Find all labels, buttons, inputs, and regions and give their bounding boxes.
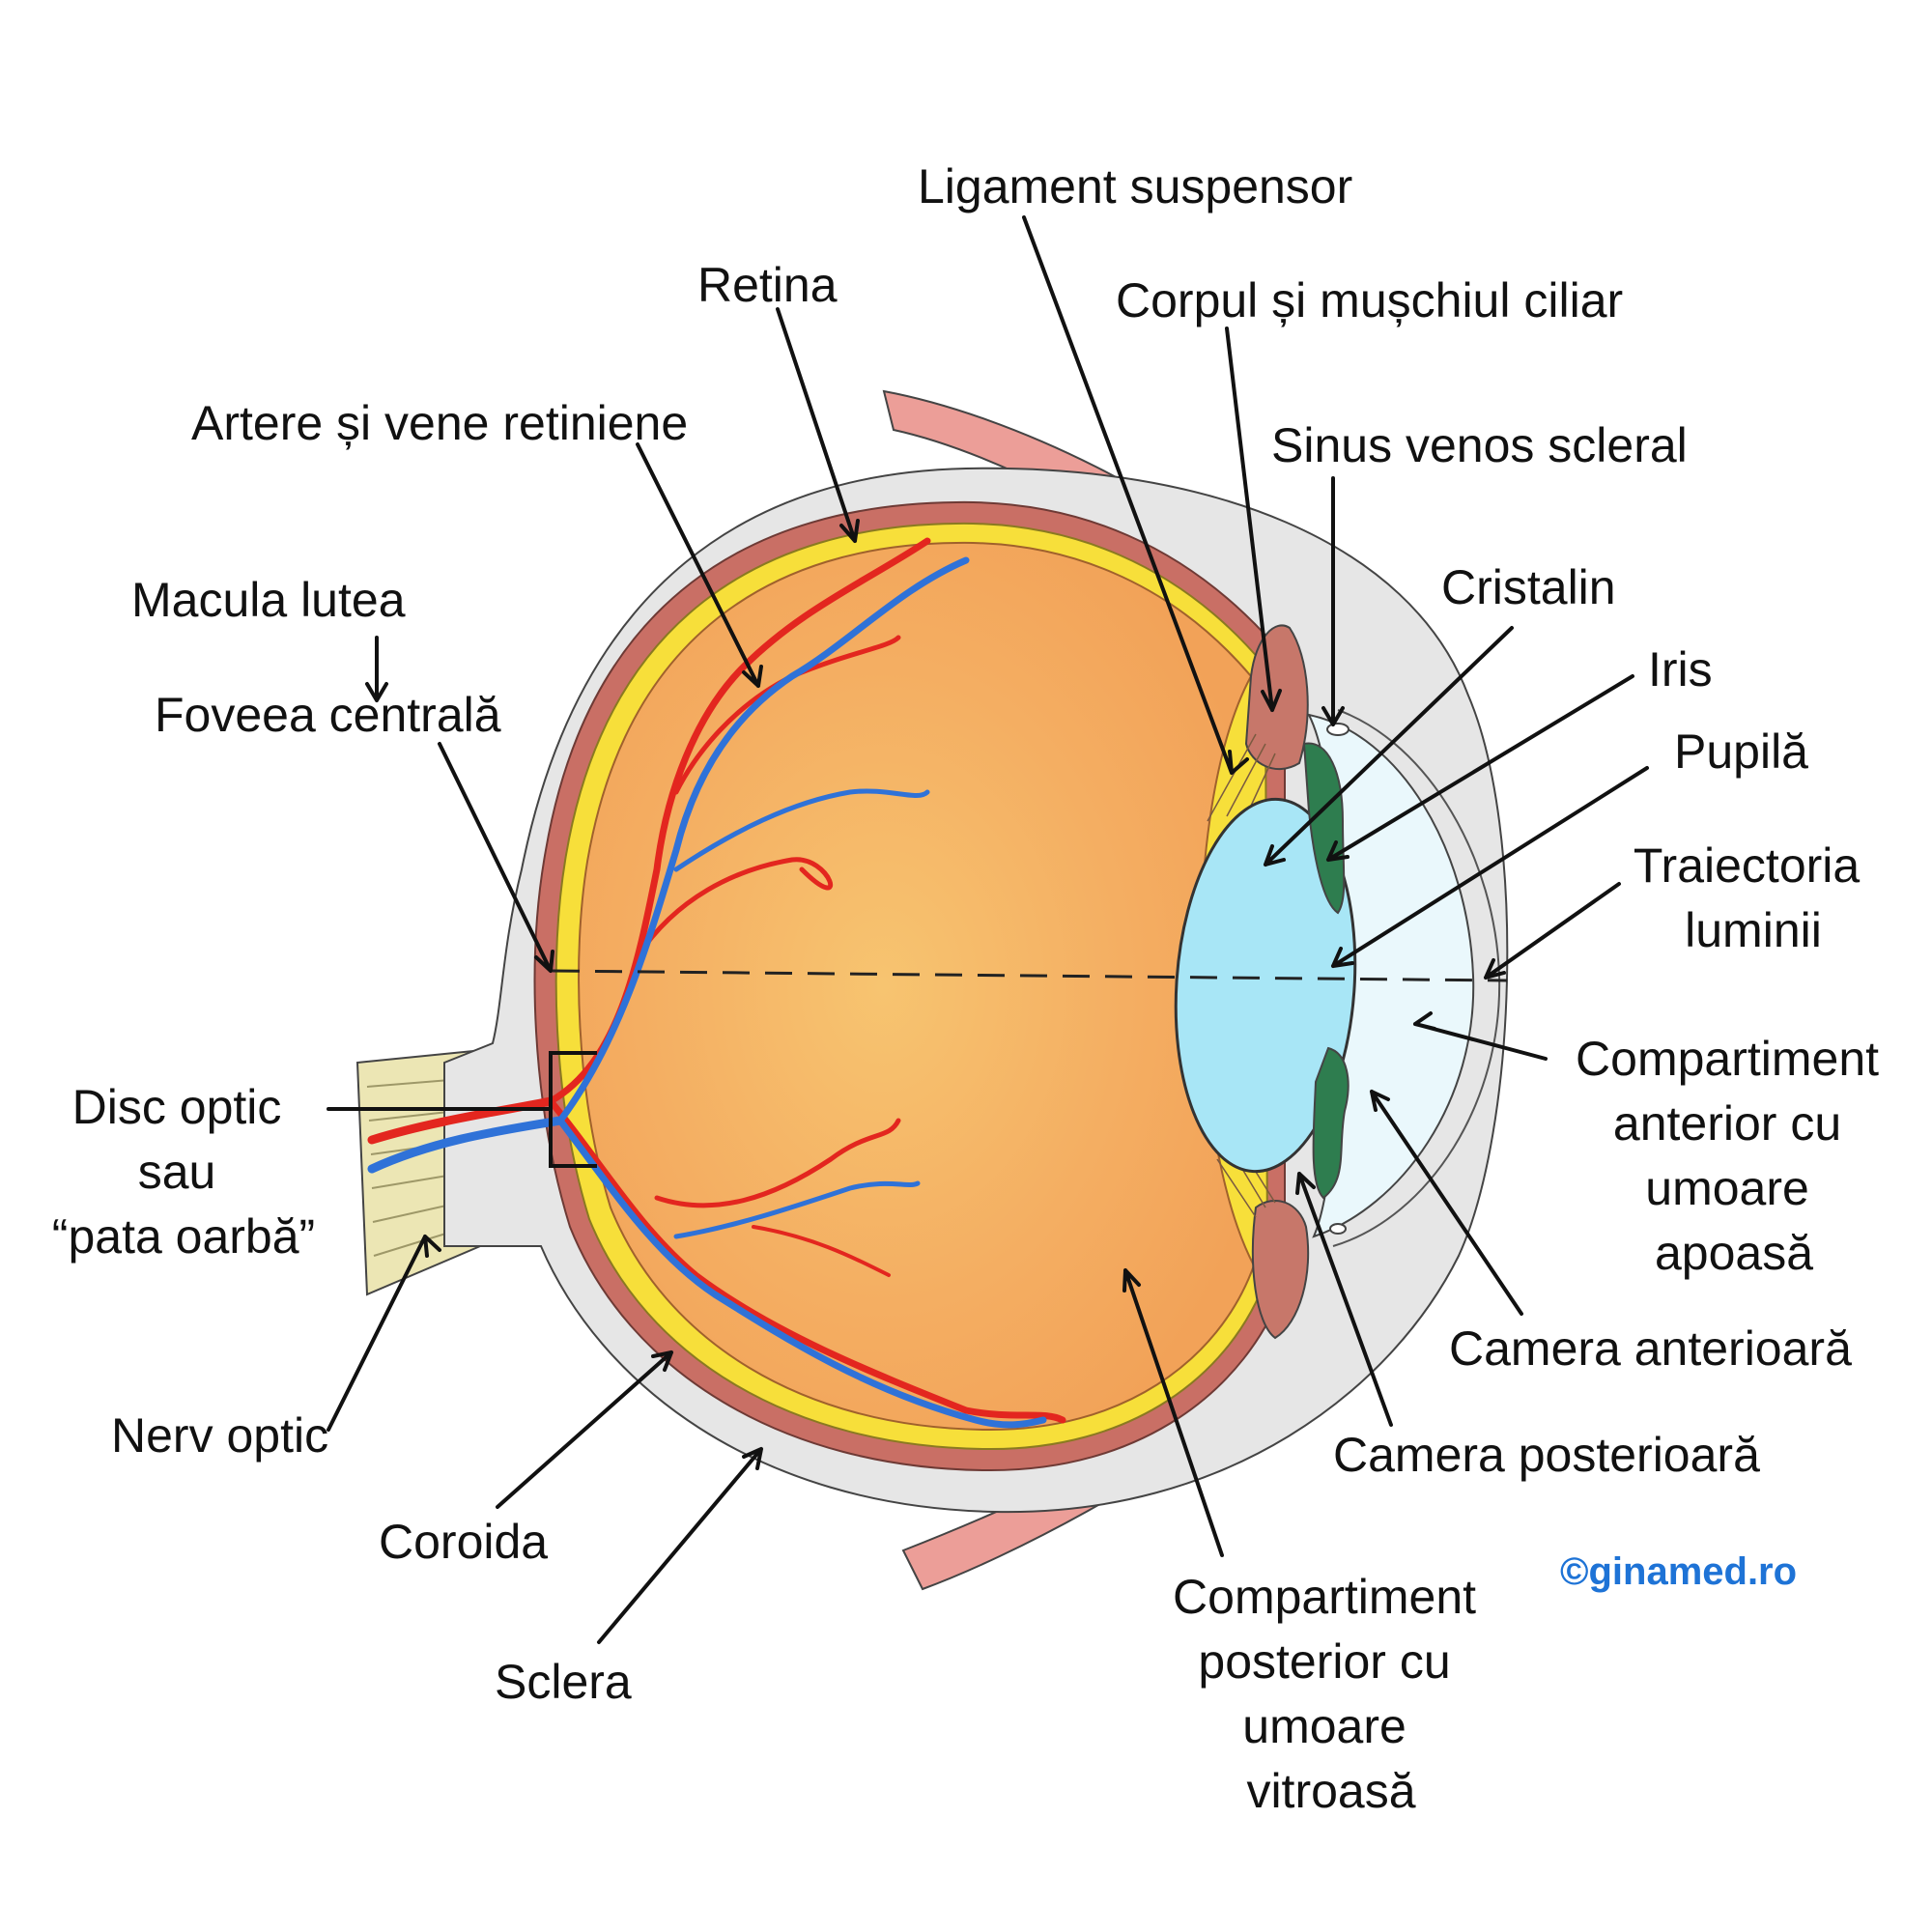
label-disc-optic: Disc optic sau “pata oarbă”: [52, 1080, 315, 1264]
retinal-arteries: [367, 537, 1066, 1424]
label-macula-lutea: Macula lutea: [131, 573, 406, 627]
light-path: [552, 969, 1508, 982]
label-compartiment-posterior: Compartiment posterior cu umoare vitroas…: [1173, 1570, 1490, 1818]
label-corpul-ciliar: Corpul și mușchiul ciliar: [1116, 273, 1623, 327]
scleral-venous-sinus: [1326, 723, 1350, 736]
label-camera-anterioara: Camera anterioară: [1449, 1321, 1852, 1376]
label-camera-posterioara: Camera posterioară: [1333, 1428, 1760, 1482]
label-artere-vene: Artere și vene retiniene: [191, 396, 688, 450]
label-cristalin: Cristalin: [1441, 560, 1616, 614]
leader-lines: [327, 215, 1649, 1644]
label-iris: Iris: [1648, 642, 1713, 696]
lens: [1174, 797, 1357, 1174]
iris-bottom: [1312, 1046, 1350, 1200]
scleral-venous-sinus-bottom: [1329, 1223, 1347, 1235]
label-pupila: Pupilă: [1674, 724, 1808, 779]
iris-top: [1302, 742, 1346, 915]
label-compartiment-anterior: Compartiment anterior cu umoare apoasă: [1576, 1032, 1892, 1280]
label-foveea: Foveea centrală: [155, 688, 501, 742]
label-traiectoria: Traiectoria luminii: [1634, 838, 1873, 957]
retinal-veins: [367, 556, 1047, 1429]
label-sclera: Sclera: [495, 1655, 632, 1709]
vitreous-body: [578, 541, 1256, 1432]
watermark-ginamed: ©ginamed.ro: [1560, 1550, 1797, 1593]
label-retina: Retina: [697, 258, 838, 312]
label-ligament-suspensor: Ligament suspensor: [918, 159, 1352, 213]
label-sinus-venos: Sinus venos scleral: [1271, 418, 1688, 472]
label-coroida: Coroida: [379, 1515, 548, 1569]
ciliary-body-bottom: [1251, 1199, 1310, 1340]
label-nerv-optic: Nerv optic: [111, 1408, 328, 1463]
